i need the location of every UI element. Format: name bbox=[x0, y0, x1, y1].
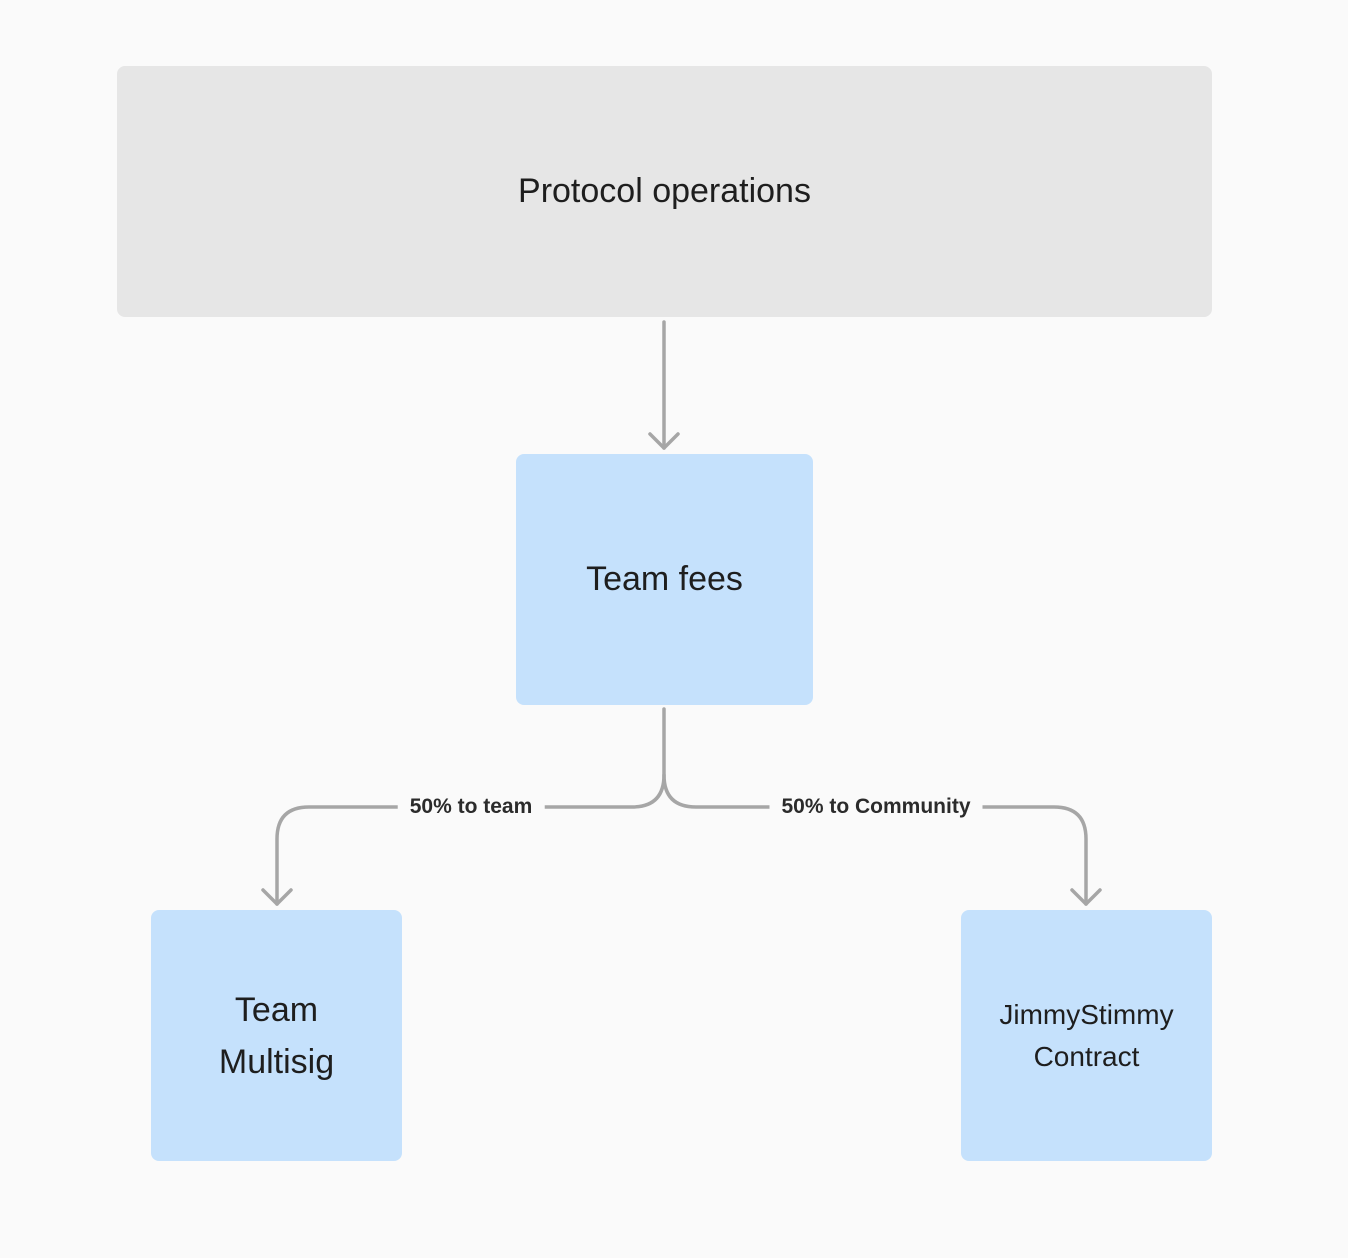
arrow-fees-to-community bbox=[662, 773, 1088, 906]
node-team-multisig: Team Multisig bbox=[151, 910, 402, 1161]
node-protocol-operations: Protocol operations bbox=[117, 66, 1212, 317]
node-team-multisig-line2: Multisig bbox=[218, 1042, 335, 1081]
node-team-fees-label: Team fees bbox=[586, 560, 743, 598]
node-team-multisig-line1: Team bbox=[234, 990, 319, 1029]
arrowhead-team bbox=[261, 888, 293, 906]
arrowhead-community bbox=[1070, 888, 1102, 906]
node-jimmystimmy-line2: Contract bbox=[1033, 1040, 1140, 1072]
arrowhead-fees bbox=[648, 432, 680, 450]
node-jimmystimmy-contract: JimmyStimmy Contract bbox=[961, 910, 1212, 1161]
edge-label-community: 50% to Community bbox=[769, 794, 983, 820]
node-protocol-label: Protocol operations bbox=[518, 172, 811, 210]
node-team-fees: Team fees bbox=[516, 454, 813, 705]
node-jimmystimmy-line1: JimmyStimmy bbox=[999, 998, 1174, 1030]
edge-label-team: 50% to team bbox=[397, 794, 545, 820]
